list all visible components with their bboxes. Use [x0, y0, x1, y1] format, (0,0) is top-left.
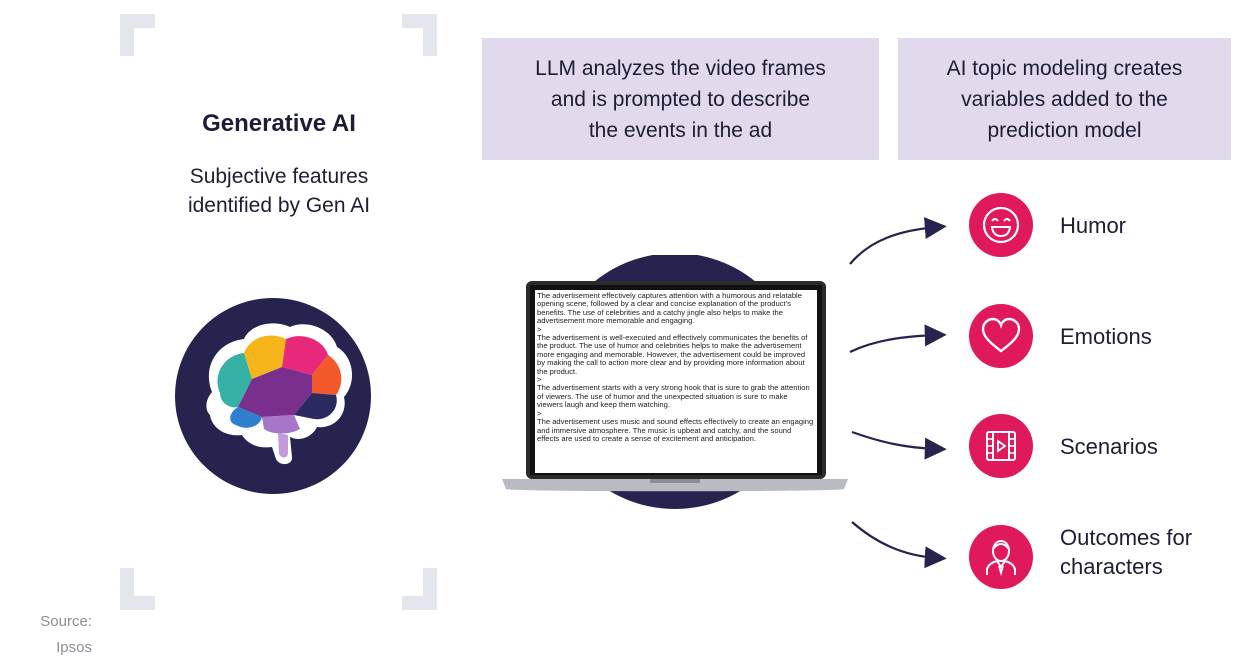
- step-topic-modeling-box: AI topic modeling creates variables adde…: [898, 38, 1231, 160]
- laptop-screen-text: The advertisement effectively captures a…: [537, 292, 815, 468]
- arrow-to-emotions: [849, 324, 947, 353]
- arrow-to-outcomes: [851, 521, 947, 569]
- brain-illustration: [175, 298, 371, 494]
- screen-paragraph: The advertisement uses music and sound e…: [537, 417, 814, 443]
- screen-separator: >: [537, 375, 542, 385]
- step-llm-line: the events in the ad: [588, 118, 773, 142]
- arrow-to-humor: [849, 217, 947, 265]
- screen-paragraph: The advertisement is well-executed and e…: [537, 333, 808, 376]
- step-topic-line: variables added to the: [961, 87, 1168, 111]
- outcomes-label: Outcomes for characters: [1060, 523, 1192, 581]
- screen-paragraph: The advertisement starts with a very str…: [537, 383, 810, 410]
- scenarios-icon-circle: [969, 414, 1033, 478]
- screen-separator: >: [537, 408, 542, 418]
- arrow-to-scenarios: [851, 430, 947, 460]
- emotions-label: Emotions: [1060, 324, 1152, 349]
- screen-separator: >: [537, 324, 542, 334]
- humor-label: Humor: [1060, 213, 1127, 238]
- corner-bracket-bottom-right: [423, 568, 437, 610]
- panel-subtitle-line: identified by Gen AI: [187, 194, 371, 217]
- outcomes-label-line: characters: [1060, 554, 1163, 579]
- step-topic-line: AI topic modeling creates: [946, 56, 1183, 80]
- step-llm-analysis-box: LLM analyzes the video frames and is pro…: [482, 38, 879, 160]
- outcomes-icon-circle: [969, 525, 1033, 589]
- screen-paragraph: The advertisement effectively captures a…: [537, 292, 802, 326]
- laptop-illustration: [502, 255, 848, 509]
- step-llm-line: LLM analyzes the video frames: [535, 56, 826, 80]
- humor-icon-circle: [969, 193, 1033, 257]
- person-icon: [986, 540, 1016, 577]
- source-line: Ipsos: [56, 639, 92, 656]
- film-strip-icon: [986, 431, 1016, 461]
- step-llm-line: and is prompted to describe: [550, 87, 811, 111]
- emotions-icon-circle: [969, 304, 1033, 368]
- heart-icon: [981, 317, 1021, 353]
- corner-bracket-bottom-left: [120, 568, 134, 610]
- panel-title: Generative AI: [202, 110, 356, 137]
- corner-bracket-top-right: [423, 14, 437, 56]
- outcomes-label-line: Outcomes for: [1060, 525, 1193, 550]
- output-arrows: [849, 217, 947, 569]
- step-topic-line: prediction model: [987, 118, 1142, 142]
- scenarios-label: Scenarios: [1060, 434, 1158, 459]
- corner-bracket-top-left: [120, 14, 134, 56]
- source-note: Source: Ipsos: [40, 609, 92, 661]
- source-line: Source:: [40, 613, 92, 630]
- smiley-face-icon: [982, 206, 1020, 244]
- panel-subtitle-line: Subjective features: [189, 165, 369, 188]
- panel-subtitle: Subjective features identified by Gen AI: [120, 162, 438, 220]
